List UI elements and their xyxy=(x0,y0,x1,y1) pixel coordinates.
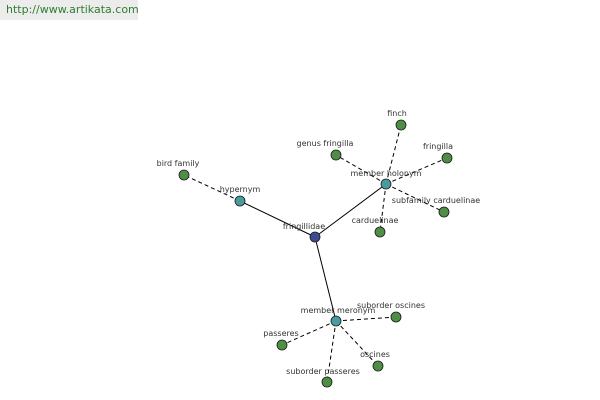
site-url-banner[interactable]: http://www.artikata.com xyxy=(0,0,138,20)
node-label-suborder-passeres[interactable]: suborder passeres xyxy=(286,367,360,376)
node-label-member-meronym[interactable]: member meronym xyxy=(301,306,376,315)
edge-member-holonym-to-subfamily-carduelinae xyxy=(385,183,445,213)
label-layer: fringillidae hypernym member holonym member… xyxy=(157,109,481,376)
node-label-fringilla[interactable]: fringilla xyxy=(423,142,453,151)
node-suborder-oscines[interactable] xyxy=(390,311,402,323)
node-bird-family[interactable] xyxy=(178,169,190,181)
node-oscines[interactable] xyxy=(372,360,384,372)
node-label-carduelinae[interactable]: carduelinae xyxy=(352,216,399,225)
edge-member-meronym-to-oscines xyxy=(335,320,379,367)
node-member-holonym[interactable] xyxy=(380,178,392,190)
node-member-meronym[interactable] xyxy=(330,315,342,327)
edge-fringillidae-to-member-meronym xyxy=(314,236,337,322)
node-carduelinae[interactable] xyxy=(374,226,386,238)
node-hypernym[interactable] xyxy=(234,195,246,207)
node-label-hypernym[interactable]: hypernym xyxy=(220,185,261,194)
node-label-oscines[interactable]: oscines xyxy=(360,350,390,359)
edge-member-holonym-to-finch xyxy=(385,124,402,185)
edge-hypernym-to-bird-family xyxy=(183,174,241,202)
edge-member-meronym-to-passeres xyxy=(281,320,337,346)
node-fringilla[interactable] xyxy=(441,152,453,164)
node-label-subfamily-carduelinae[interactable]: subfamily carduelinae xyxy=(392,196,480,205)
edge-layer xyxy=(183,124,448,383)
edge-member-meronym-to-suborder-oscines xyxy=(335,316,397,322)
node-label-genus-fringilla[interactable]: genus fringilla xyxy=(297,139,354,148)
edge-member-holonym-to-genus-fringilla xyxy=(335,154,387,185)
edge-member-meronym-to-suborder-passeres xyxy=(326,320,337,383)
node-layer xyxy=(178,119,453,388)
node-label-suborder-oscines[interactable]: suborder oscines xyxy=(357,301,425,310)
node-passeres[interactable] xyxy=(276,339,288,351)
node-label-fringillidae[interactable]: fringillidae xyxy=(283,222,325,231)
node-label-member-holonym[interactable]: member holonym xyxy=(350,169,421,178)
node-finch[interactable] xyxy=(395,119,407,131)
node-genus-fringilla[interactable] xyxy=(330,149,342,161)
edge-fringillidae-to-member-holonym xyxy=(314,183,387,238)
node-label-bird-family[interactable]: bird family xyxy=(157,159,200,168)
node-suborder-passeres[interactable] xyxy=(321,376,333,388)
node-subfamily-carduelinae[interactable] xyxy=(438,206,450,218)
node-fringillidae[interactable] xyxy=(309,231,321,243)
node-label-finch[interactable]: finch xyxy=(387,109,407,118)
node-label-passeres[interactable]: passeres xyxy=(263,329,298,338)
edge-fringillidae-to-hypernym xyxy=(239,200,316,238)
edge-member-holonym-to-carduelinae xyxy=(379,183,387,233)
